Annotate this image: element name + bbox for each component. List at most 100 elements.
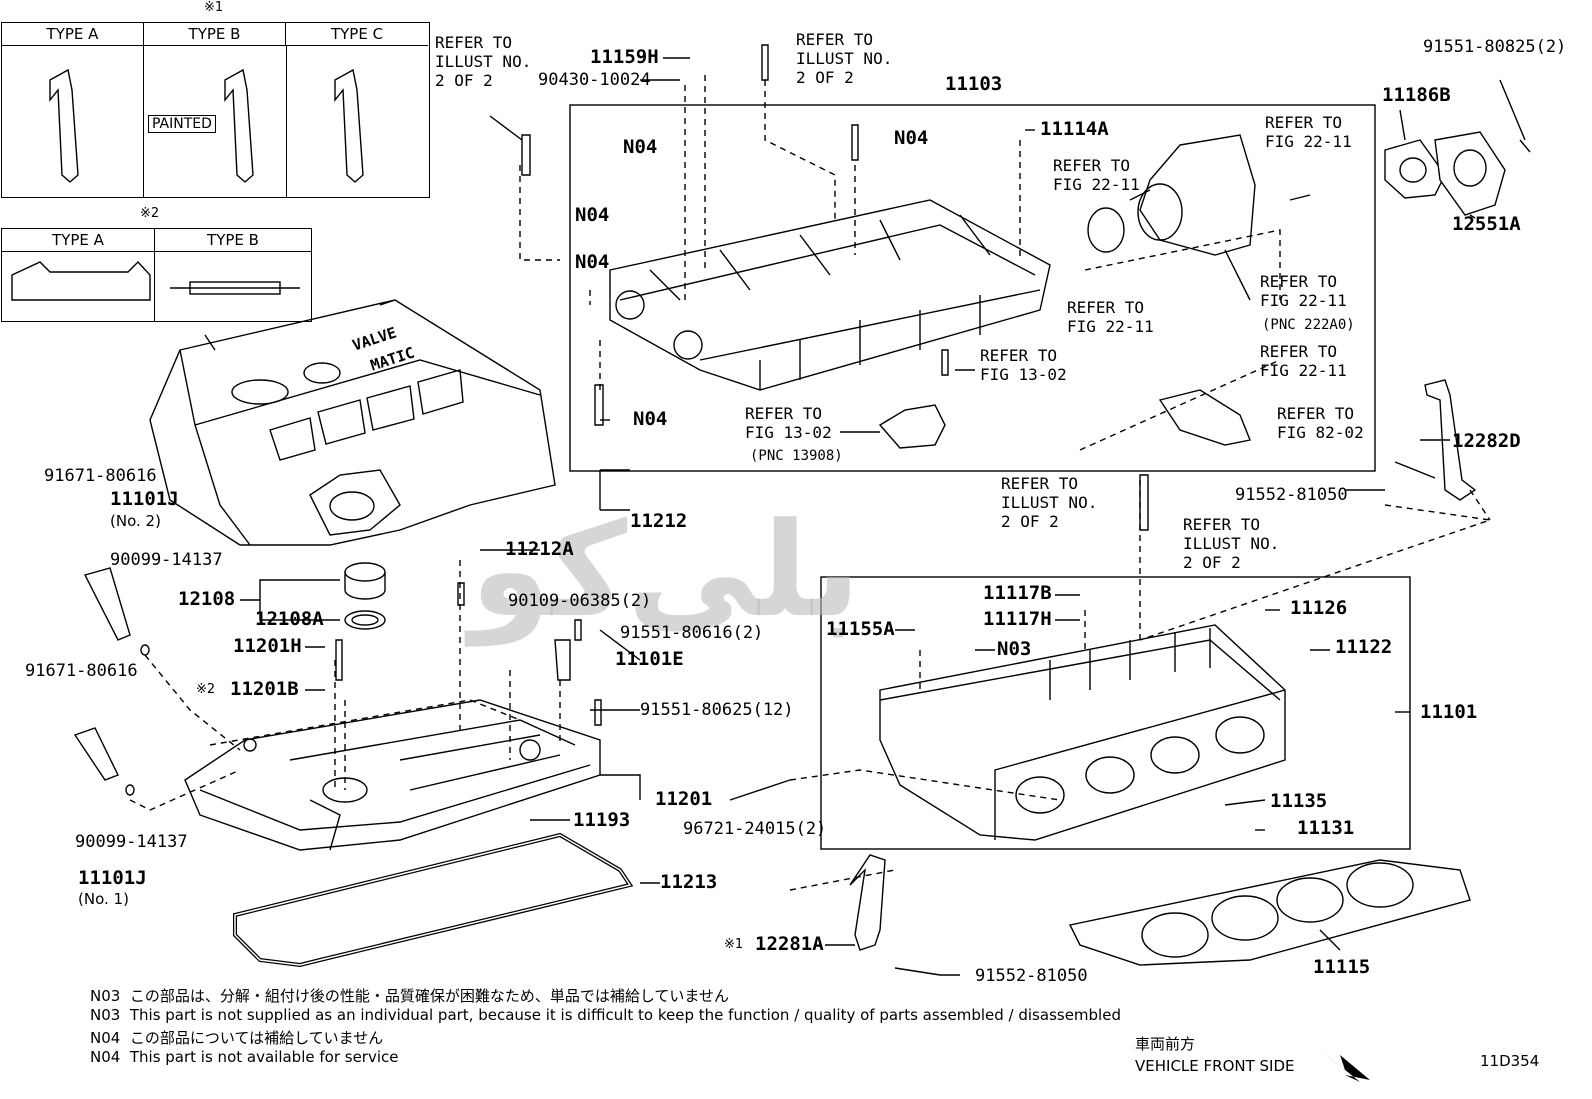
part-11201: 11201 bbox=[655, 788, 713, 810]
part-11117H: 11117H bbox=[983, 608, 1052, 630]
refer-illust-top-left: REFER TO ILLUST NO. 2 OF 2 bbox=[435, 33, 532, 90]
vvt-housing bbox=[1087, 134, 1256, 256]
part-90109-06385: 90109-06385(2) bbox=[508, 591, 652, 611]
part-11213: 11213 bbox=[660, 871, 718, 893]
table2-col-a: TYPE A bbox=[2, 229, 155, 252]
watermark: بلی‌کو bbox=[464, 494, 861, 647]
note-n04-jp: N04 この部品については補給していません bbox=[90, 1029, 384, 1047]
part-11101E: 11101E bbox=[615, 648, 684, 670]
part-11159H: 11159H bbox=[590, 46, 659, 68]
part-11212A: 11212A bbox=[505, 538, 574, 560]
part-90099-14137-top: 90099-14137 bbox=[110, 550, 223, 570]
note-ref-n04-3: N04 bbox=[575, 204, 610, 226]
part-96721-24015: 96721-24015(2) bbox=[683, 819, 827, 839]
part-11122: 11122 bbox=[1335, 636, 1393, 658]
part-11101J-no1-suffix: (No. 1) bbox=[78, 890, 129, 908]
part-91551-80625: 91551-80625(12) bbox=[640, 700, 794, 720]
part-11201H: 11201H bbox=[233, 635, 302, 657]
part-11126: 11126 bbox=[1290, 597, 1348, 619]
refer-fig-13-02-b: REFER TO FIG 13-02 bbox=[745, 404, 832, 442]
flange-12551A bbox=[1434, 131, 1506, 216]
part-91671-80616-bottom: 91671-80616 bbox=[25, 661, 138, 681]
gasket-type-table: TYPE A TYPE B bbox=[1, 228, 312, 322]
note-ref-n04-2: N04 bbox=[894, 127, 929, 149]
part-12551A: 12551A bbox=[1452, 213, 1521, 235]
cylinder-head-cover bbox=[184, 699, 601, 851]
part-91671-80616-top: 91671-80616 bbox=[44, 466, 157, 486]
part-11186B: 11186B bbox=[1382, 84, 1451, 106]
note-ref-n04-1: N04 bbox=[623, 136, 658, 158]
note-ref-n03: N03 bbox=[997, 638, 1032, 660]
table2-col-b: TYPE B bbox=[155, 229, 311, 252]
part-11135: 11135 bbox=[1270, 790, 1328, 812]
ocv-no1 bbox=[73, 727, 135, 796]
diagram-code: 11D354 bbox=[1480, 1052, 1540, 1070]
part-12282D: 12282D bbox=[1452, 430, 1521, 452]
part-11115: 11115 bbox=[1313, 956, 1371, 978]
part-11103: 11103 bbox=[945, 73, 1003, 95]
leader-lines bbox=[240, 57, 1526, 976]
hanger-type-table: TYPE A TYPE B TYPE C bbox=[1, 22, 430, 198]
engine-cover bbox=[149, 299, 556, 546]
part-11155A: 11155A bbox=[826, 618, 895, 640]
part-11193: 11193 bbox=[573, 809, 631, 831]
assembly-lines bbox=[129, 75, 1491, 891]
refer-illust-right: REFER TO ILLUST NO. 2 OF 2 bbox=[1183, 515, 1280, 572]
part-12281A: 12281A bbox=[755, 933, 824, 955]
cylinder-head bbox=[879, 624, 1286, 841]
gasket-type-icons bbox=[11, 260, 300, 301]
part-91551-80825: 91551-80825(2) bbox=[1423, 37, 1567, 57]
table1-col-b: TYPE B bbox=[144, 23, 286, 46]
refer-fig-22-11-e: REFER TO FIG 22-11 bbox=[1260, 342, 1347, 380]
note-ref-n04-4: N04 bbox=[575, 251, 610, 273]
refer-fig-22-11-b: REFER TO FIG 22-11 bbox=[1053, 156, 1140, 194]
part-11101: 11101 bbox=[1420, 701, 1478, 723]
refer-fig-22-11-d: REFER TO FIG 22-11 bbox=[1260, 272, 1347, 310]
note-n03-jp: N03 この部品は、分解・組付け後の性能・品質確保が困難なため、単品では補給して… bbox=[90, 987, 729, 1005]
front-side-en: VEHICLE FRONT SIDE bbox=[1135, 1057, 1295, 1075]
cylinder-head-gasket bbox=[1068, 859, 1471, 966]
refer-fig-13-02-a: REFER TO FIG 13-02 bbox=[980, 346, 1067, 384]
part-11101J-no1: 11101J bbox=[78, 867, 147, 889]
table1-col-a: TYPE A bbox=[2, 23, 144, 46]
part-11114A: 11114A bbox=[1040, 118, 1109, 140]
ocv-no2 bbox=[83, 567, 150, 656]
part-91552-81050-right: 91552-81050 bbox=[1235, 485, 1348, 505]
table2-mark: ※2 bbox=[140, 206, 160, 221]
part-11101J-no2: 11101J bbox=[110, 488, 179, 510]
note-n04-en: N04 This part is not available for servi… bbox=[90, 1048, 399, 1066]
refer-fig-22-11-d-pnc: (PNC 222A0) bbox=[1262, 317, 1355, 333]
hanger-type-icons bbox=[49, 68, 364, 183]
table1-mark: ※1 bbox=[204, 0, 224, 15]
camshaft-housing bbox=[609, 199, 1051, 391]
gasket-11186B bbox=[1384, 139, 1446, 199]
cylinder-head-group-frame bbox=[820, 576, 1411, 850]
part-12281A-mark: ※1 bbox=[724, 937, 744, 952]
head-cover-gasket bbox=[233, 832, 634, 968]
part-11201B-mark: ※2 bbox=[196, 682, 216, 697]
front-direction-arrow-icon bbox=[1318, 1048, 1370, 1082]
front-side-jp: 車両前方 bbox=[1135, 1035, 1196, 1053]
painted-label: PAINTED bbox=[148, 115, 216, 133]
refer-illust-middle: REFER TO ILLUST NO. 2 OF 2 bbox=[1001, 474, 1098, 531]
part-11131: 11131 bbox=[1297, 817, 1355, 839]
part-11101J-no2-suffix: (No. 2) bbox=[110, 512, 161, 530]
table1-col-c: TYPE C bbox=[286, 23, 428, 46]
refer-illust-top-center: REFER TO ILLUST NO. 2 OF 2 bbox=[796, 30, 893, 87]
oil-filler-cap bbox=[344, 562, 386, 630]
part-12108A: 12108A bbox=[255, 608, 324, 630]
note-ref-n04-5: N04 bbox=[633, 408, 668, 430]
cam-sensor-11101E bbox=[554, 639, 571, 681]
part-11212: 11212 bbox=[630, 510, 688, 532]
part-12108: 12108 bbox=[178, 588, 236, 610]
refer-fig-82-02: REFER TO FIG 82-02 bbox=[1277, 404, 1364, 442]
part-90099-14137-bottom: 90099-14137 bbox=[75, 832, 188, 852]
note-n03-en: N03 This part is not supplied as an indi… bbox=[90, 1006, 1121, 1024]
refer-fig-22-11-a: REFER TO FIG 22-11 bbox=[1265, 113, 1352, 151]
refer-fig-22-11-c: REFER TO FIG 22-11 bbox=[1067, 298, 1154, 336]
bolts bbox=[335, 44, 1531, 976]
camshaft-group-frame bbox=[569, 104, 1376, 472]
part-11117B: 11117B bbox=[983, 582, 1052, 604]
part-91551-80616: 91551-80616(2) bbox=[620, 623, 764, 643]
